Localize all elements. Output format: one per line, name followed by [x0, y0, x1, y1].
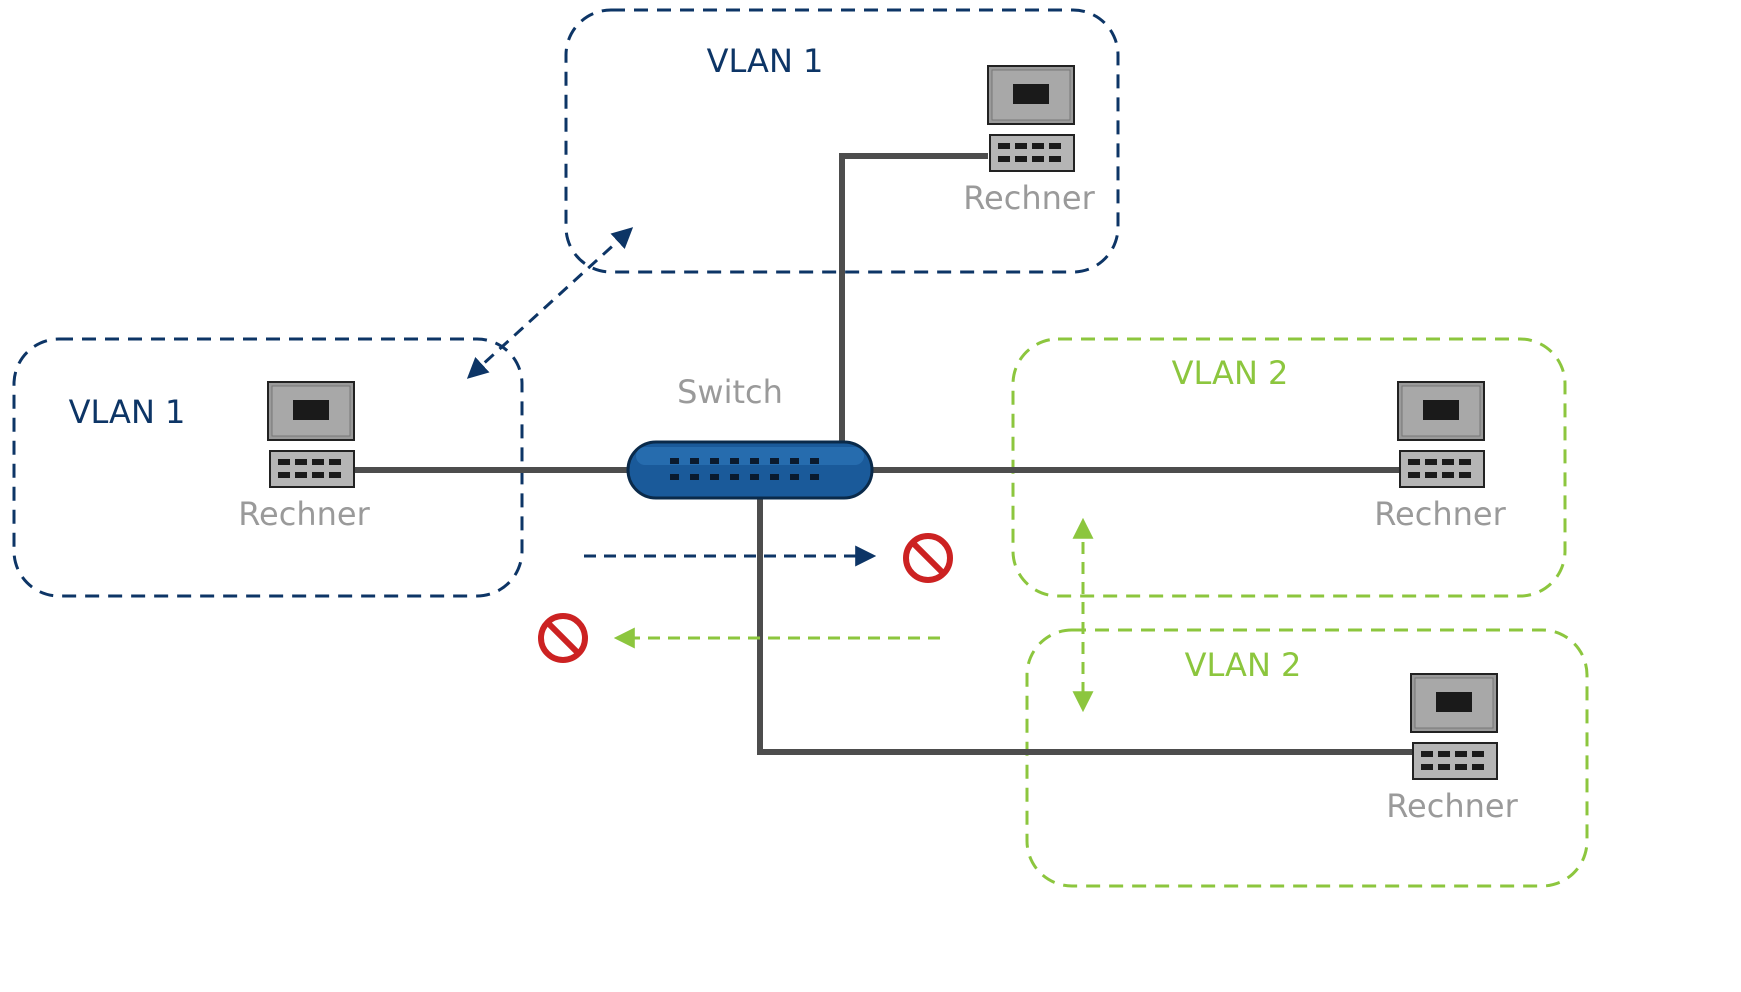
vlan2-right-label: VLAN 2 — [1172, 354, 1289, 392]
vlan1-allowed-arrow — [466, 227, 634, 379]
vlan1-top-zone — [564, 8, 1120, 274]
no-entry-icon-vlan2 — [541, 616, 585, 660]
vlan1-left-zone — [12, 337, 524, 598]
pc-right-label: Rechner — [1374, 495, 1506, 533]
no-entry-icon-vlan1 — [906, 536, 950, 580]
computer-icon-right — [1397, 381, 1485, 488]
computer-icon-left — [267, 381, 355, 488]
cable-to-bottom-pc — [757, 492, 1412, 755]
pc-top-label: Rechner — [963, 179, 1095, 217]
vlan1-left-label: VLAN 1 — [69, 393, 186, 431]
switch-label: Switch — [677, 373, 783, 411]
vlan2-bottom-zone — [1025, 628, 1589, 888]
computer-icon-top — [987, 65, 1075, 172]
switch-icon — [626, 440, 874, 500]
pc-bottom-label: Rechner — [1386, 787, 1518, 825]
network-cables — [352, 153, 1412, 755]
vlan2-bottom-label: VLAN 2 — [1185, 646, 1302, 684]
cable-to-top-pc — [839, 153, 988, 445]
vlan1-top-label: VLAN 1 — [707, 42, 824, 80]
computer-icon-bottom — [1410, 673, 1498, 780]
pc-left-label: Rechner — [238, 495, 370, 533]
